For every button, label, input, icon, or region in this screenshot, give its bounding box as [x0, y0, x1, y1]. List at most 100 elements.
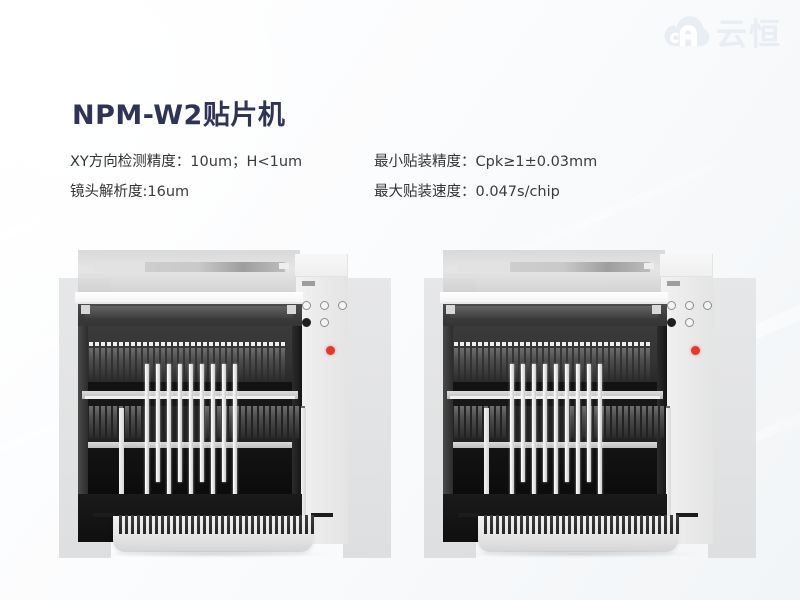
- machine-button-active[interactable]: [667, 318, 676, 327]
- machine-feeder-tips-segment: [257, 342, 261, 346]
- machine-button[interactable]: [685, 301, 694, 310]
- machine-feeder-tips-segment: [490, 342, 494, 346]
- machine-cart-teeth-segment: [179, 515, 182, 534]
- machine-feeder-bank-mid-left-segment: [466, 406, 470, 438]
- machine-cart-teeth-segment: [305, 515, 308, 534]
- machine-feeder-bank-mid-right-segment: [654, 406, 658, 438]
- machine-feeder-bank-mid-right-segment: [277, 406, 281, 438]
- machine-cart-teeth-segment: [161, 515, 164, 534]
- machine-cart-teeth: [119, 515, 314, 534]
- machine-feeder-tips-segment: [616, 342, 620, 346]
- machine-feeder-bank-mid-right-segment: [660, 406, 664, 438]
- machine-feeder-bank-top-segment: [526, 348, 530, 382]
- machine-feeder-tips-segment: [131, 342, 135, 346]
- machine-cart-teeth-segment: [173, 515, 176, 534]
- machine-cart-rail: [119, 408, 124, 530]
- machine-feeder-bank-top-segment: [538, 348, 542, 382]
- spec-item-lens-resolution: 镜头解析度:16um: [70, 182, 370, 202]
- machine-feeder-tips-segment: [95, 342, 99, 346]
- machine-feeder-bank-top-segment: [137, 348, 141, 382]
- machine-feeder-tips-segment: [574, 342, 578, 346]
- machine-feeder-bank-top-segment: [275, 348, 279, 382]
- machine-nozzle-rods-segment: [510, 364, 514, 514]
- spec-item-max-placement-speed: 最大贴装速度：0.047s/chip: [374, 182, 710, 202]
- machine-feeder-bank-top: [454, 348, 650, 382]
- machine-cart-teeth-segment: [580, 515, 583, 534]
- machine-tower-cap: [295, 254, 347, 277]
- machine-nozzle-rods-segment: [543, 364, 547, 482]
- machine-nozzle-rods-segment: [532, 364, 536, 514]
- machine-cart-teeth-segment: [532, 515, 535, 534]
- machine-feeder-bank-mid-left-segment: [107, 406, 111, 438]
- machine-button-row[interactable]: [302, 301, 347, 310]
- machine-button[interactable]: [685, 318, 694, 327]
- spec-value: Cpk≥1±0.03mm: [475, 154, 598, 170]
- machine-cart-teeth: [484, 515, 679, 534]
- machine-cart-teeth-segment: [610, 515, 613, 534]
- machine-floor-shadow: [460, 550, 696, 558]
- machine-button-active[interactable]: [302, 318, 311, 327]
- machine-feeder-bank-top-segment: [161, 348, 165, 382]
- machine-feeder-tips-segment: [185, 342, 189, 346]
- machine-feeder-bank-mid-left-segment: [101, 406, 105, 438]
- machine-glass-clip: [287, 305, 296, 314]
- machine-feeder-tips-segment: [101, 342, 105, 346]
- machine-feeder-bank-top-segment: [592, 348, 596, 382]
- machine-feeder-bank-mid-right-segment: [600, 406, 604, 438]
- machine-cart-teeth-segment: [508, 515, 511, 534]
- machine-feeder-bank-top-segment: [125, 348, 129, 382]
- machine-button[interactable]: [320, 318, 329, 327]
- machine-feeder-tips-segment: [604, 342, 608, 346]
- machine-cart-teeth-segment: [149, 515, 152, 534]
- machine-button[interactable]: [320, 301, 329, 310]
- page-title: NPM-W2贴片机: [72, 100, 286, 131]
- machine-cart-teeth-segment: [652, 515, 655, 534]
- machine-cart-teeth-segment: [634, 515, 637, 534]
- machine-feeder-bank-mid-left-segment: [131, 406, 135, 438]
- machine-button[interactable]: [703, 301, 712, 310]
- machine-cart-teeth-segment: [191, 515, 194, 534]
- machine-nozzle-rods-segment: [222, 364, 226, 482]
- machine-button-row[interactable]: [667, 301, 712, 310]
- machine-feeder-bank-mid-right-segment: [582, 406, 586, 438]
- product-image-row: [0, 236, 800, 566]
- machine-feeder-tips-segment: [197, 342, 201, 346]
- machine-feeder-bank-mid-left-segment: [89, 406, 93, 438]
- machine-feeder-bank-top-segment: [101, 348, 105, 382]
- machine-hood-bar: [93, 262, 285, 272]
- machine-feeder-tips-segment: [221, 342, 225, 346]
- machine-feeder-bank-mid-right-segment: [630, 406, 634, 438]
- machine-feeder-tips-segment: [113, 342, 117, 346]
- machine-feeder-bank-top-segment: [227, 348, 231, 382]
- machine-glass-clip: [652, 305, 661, 314]
- machine-button[interactable]: [667, 301, 676, 310]
- machine-feeder-bank-top-segment: [173, 348, 177, 382]
- machine-feeder-tips-segment: [203, 342, 207, 346]
- machine-cart-teeth-segment: [658, 515, 661, 534]
- machine-feeder-tips-segment: [526, 342, 530, 346]
- machine-feeder-bank-top-segment: [472, 348, 476, 382]
- machine-feeder-bank-mid-left: [89, 406, 141, 438]
- machine-feeder-bank-mid-left-segment: [137, 406, 141, 438]
- machine-cart-teeth-segment: [586, 515, 589, 534]
- machine-cart-teeth-segment: [131, 515, 134, 534]
- machine-button[interactable]: [338, 301, 347, 310]
- machine-feeder-tips: [89, 342, 285, 346]
- machine-feeder-bank-top-segment: [550, 348, 554, 382]
- machine-cart-lip: [93, 513, 115, 517]
- machine-feeder-tips-segment: [640, 342, 644, 346]
- machine-body-side: [78, 326, 88, 542]
- machine-feeder-bank-mid-left-segment: [460, 406, 464, 438]
- machine-cart-teeth-segment: [269, 515, 272, 534]
- machine-button[interactable]: [302, 301, 311, 310]
- machine-button-row[interactable]: [667, 318, 694, 327]
- machine-feeder-tips-segment: [568, 342, 572, 346]
- machine-button-row[interactable]: [302, 318, 329, 327]
- machine-feeder-bank-mid-right-segment: [648, 406, 652, 438]
- machine-feeder-tips-segment: [107, 342, 111, 346]
- machine-cart-teeth-segment: [257, 515, 260, 534]
- machine-cart-teeth-segment: [119, 515, 122, 534]
- machine-feeder-tips-segment: [119, 342, 123, 346]
- machine-cart-teeth-segment: [568, 515, 571, 534]
- machine-hood: [78, 250, 300, 294]
